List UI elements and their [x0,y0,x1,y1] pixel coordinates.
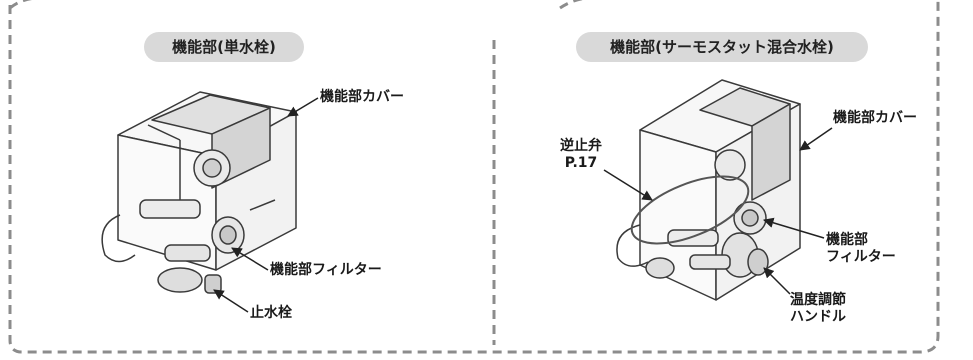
leader-right-temp-handle [763,267,791,295]
leader-left-filter [231,247,269,271]
temp-handle-line1: 温度調節 [790,292,846,308]
leader-left-stop-valve [213,289,249,313]
label-left-cover: 機能部カバー [320,89,404,105]
single-faucet-unit-illustration [101,91,297,294]
leader-lines [213,97,833,313]
label-right-check-valve: 逆止弁 P.17 [560,138,602,172]
temp-handle-line2: ハンドル [790,309,846,325]
top-edge-left [9,0,33,10]
label-right-filter: 機能部 フィルター [826,232,896,266]
left-frame [8,0,940,354]
thermostat-faucet-unit-illustration [616,79,801,301]
leader-right-check-valve [603,169,653,201]
leader-right-cover [799,127,833,151]
right-filter-line1: 機能部 [826,232,868,248]
right-filter-line2: フィルター [826,249,896,265]
label-right-temp-handle: 温度調節 ハンドル [790,292,846,326]
top-edge-right [559,0,584,10]
check-valve-page-ref: P.17 [564,155,598,171]
check-valve-name: 逆止弁 [560,138,602,154]
right-panel-title: 機能部(サーモスタット混合水栓) [576,32,868,62]
label-left-filter: 機能部フィルター [270,262,382,278]
left-panel-title: 機能部(単水栓) [144,32,304,62]
leader-right-filter [762,217,825,239]
label-left-stop-valve: 止水栓 [250,305,292,321]
label-right-cover: 機能部カバー [833,110,917,126]
leader-left-cover [287,97,319,117]
